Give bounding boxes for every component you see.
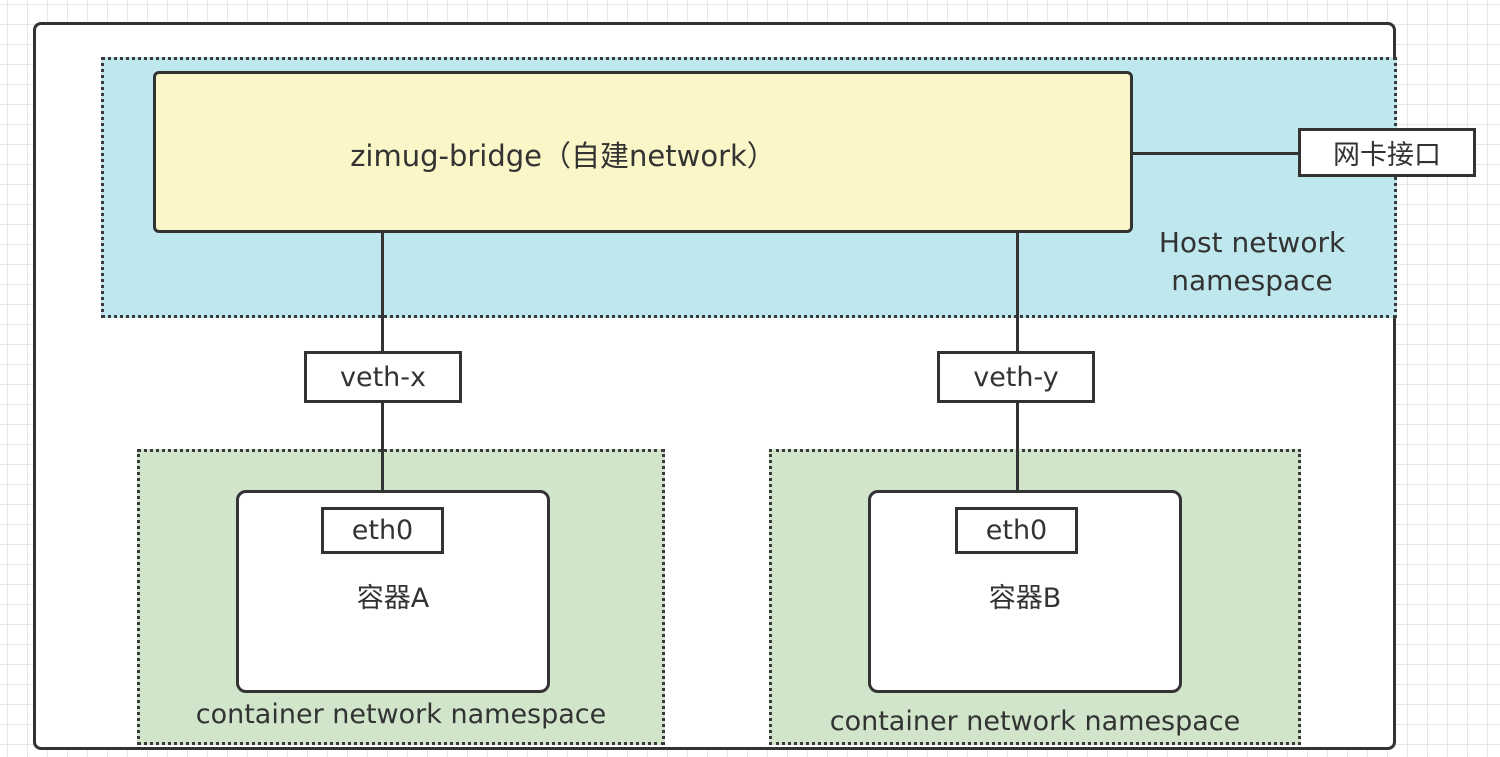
container-namespace-right-label: container network namespace (829, 706, 1241, 737)
bridge-label: zimug-bridge（自建network） (350, 139, 776, 173)
eth0-right-box: eth0 (955, 507, 1078, 554)
veth-y-box: veth-y (937, 351, 1095, 403)
line-bridge-to-nic (1133, 152, 1300, 155)
veth-x-box: veth-x (304, 351, 462, 403)
host-namespace-label-line1: Host network (1158, 226, 1346, 259)
host-namespace-label-line2: namespace (1171, 264, 1333, 297)
veth-x-label: veth-x (339, 361, 426, 393)
eth0-left-label: eth0 (351, 515, 414, 546)
veth-y-label: veth-y (973, 361, 1059, 393)
bridge-box: zimug-bridge（自建network） (153, 71, 1133, 233)
host-namespace-label: Host network namespace (1140, 224, 1364, 300)
nic-interface-label: 网卡接口 (1333, 140, 1441, 171)
eth0-left-box: eth0 (321, 507, 444, 554)
container-namespace-left-label: container network namespace (195, 699, 607, 730)
nic-interface-box: 网卡接口 (1298, 128, 1476, 177)
container-a (236, 490, 550, 693)
container-a-label: 容器A (356, 583, 430, 614)
container-b-label: 容器B (988, 583, 1062, 614)
eth0-right-label: eth0 (985, 515, 1048, 546)
